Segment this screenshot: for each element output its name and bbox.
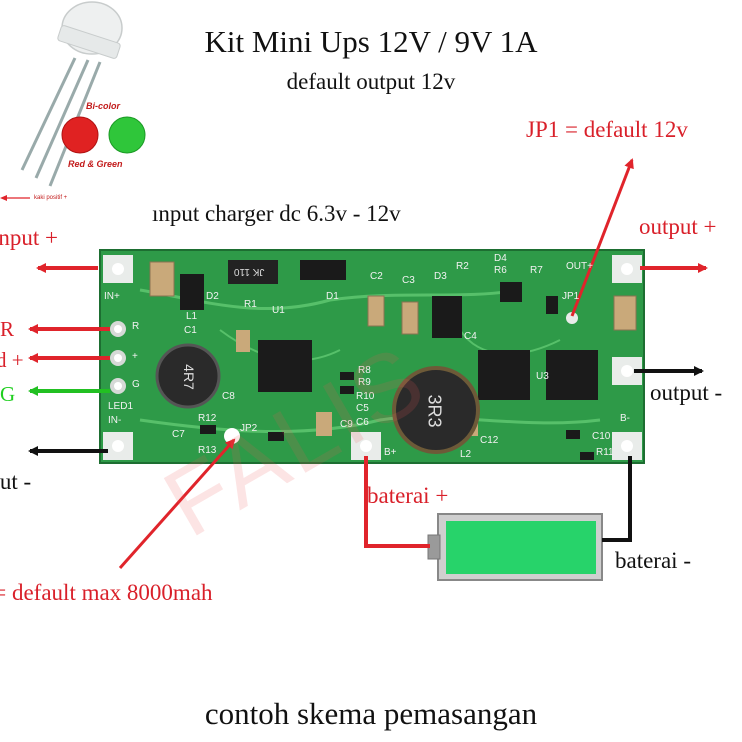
comp-label-c5: C5	[356, 403, 369, 414]
comp-label-d2: D2	[206, 291, 219, 302]
comp-label-r7: R7	[530, 265, 543, 276]
comp-label-u3: U3	[536, 371, 549, 382]
comp-label-c8: C8	[222, 391, 235, 402]
input-minus-label: ıput -	[0, 469, 32, 494]
pad-label-led1: LED1	[108, 401, 134, 412]
jp2-arrow	[118, 438, 236, 569]
battery	[427, 513, 603, 581]
pad-label-plus: +	[132, 351, 138, 362]
pad-label-in-minus: IN-	[108, 415, 122, 426]
battery-minus-wire	[602, 456, 632, 542]
output-plus-label: output +	[639, 214, 717, 239]
comp-label-d4: D4	[494, 253, 507, 264]
pcb-board	[99, 249, 645, 464]
comp-label-c3: C3	[402, 275, 415, 286]
bicolor-label: Bi-color	[86, 101, 121, 111]
comp-label-c2: C2	[370, 271, 383, 282]
comp-label-c12: C12	[480, 435, 499, 446]
output-minus-label: output -	[650, 380, 723, 405]
battery-plus-label: baterai +	[367, 483, 449, 508]
led-r-label: R	[0, 317, 15, 341]
led-plus-label: d +	[0, 348, 24, 372]
comp-label-r10: R10	[356, 391, 375, 402]
comp-label-r1: R1	[244, 299, 257, 310]
pad-label-out-plus: OUT+	[566, 261, 593, 272]
comp-label-r11: R11	[596, 447, 614, 458]
input-plus-label: ınput +	[0, 225, 59, 250]
comp-label-r13: R13	[198, 445, 217, 456]
kaki-positif-label: kaki positif +	[34, 195, 68, 201]
comp-label-r9: R9	[358, 377, 371, 388]
pad-label-g: G	[132, 379, 140, 390]
comp-label-d1: D1	[326, 291, 339, 302]
bicolor-led	[20, 1, 123, 187]
pad-label-in-plus: IN+	[104, 291, 120, 302]
caption: contoh skema pemasangan	[204, 696, 538, 731]
pad-label-r: R	[132, 321, 140, 332]
jp2-label: 2 = default max 8000mah	[0, 580, 213, 605]
jp1-label: JP1 = default 12v	[526, 117, 688, 142]
red-green-label: Red & Green	[68, 159, 123, 169]
comp-label-r12: R12	[198, 413, 217, 424]
battery-minus-label: baterai -	[615, 548, 691, 573]
comp-label-c9: C9	[340, 419, 353, 430]
kaki-arrowhead	[0, 195, 7, 201]
comp-label-l1: L1	[186, 311, 198, 322]
comp-label-c4: C4	[464, 331, 477, 342]
chip-marking: JK 110	[234, 266, 265, 277]
comp-label-l2: L2	[460, 449, 472, 460]
red-led-dot	[61, 116, 99, 154]
comp-label-r8: R8	[358, 365, 371, 376]
comp-label-c6: C6	[356, 417, 369, 428]
comp-label-c10: C10	[592, 431, 611, 442]
green-led-dot	[108, 116, 146, 154]
comp-label-c1: C1	[184, 325, 197, 336]
pad-label-b-minus: B-	[620, 413, 630, 424]
pad-label-b-plus: B+	[384, 447, 397, 458]
led-g-label: G	[0, 382, 16, 406]
charger-input-label: ınput charger dc 6.3v - 12v	[152, 201, 401, 226]
comp-label-u1: U1	[272, 305, 285, 316]
comp-label-jp1: JP1	[562, 291, 580, 302]
page-subtitle: default output 12v	[286, 69, 456, 94]
jp1-arrow	[570, 158, 634, 317]
comp-label-r2: R2	[456, 261, 469, 272]
inductor-marking-l1: 4R7	[180, 364, 197, 390]
page-title: Kit Mini Ups 12V / 9V 1A	[204, 24, 538, 59]
comp-label-c7: C7	[172, 429, 185, 440]
battery-plus-wire	[364, 456, 430, 548]
comp-label-r6: R6	[494, 265, 507, 276]
comp-label-jp2: JP2	[240, 423, 258, 434]
comp-label-d3: D3	[434, 271, 447, 282]
